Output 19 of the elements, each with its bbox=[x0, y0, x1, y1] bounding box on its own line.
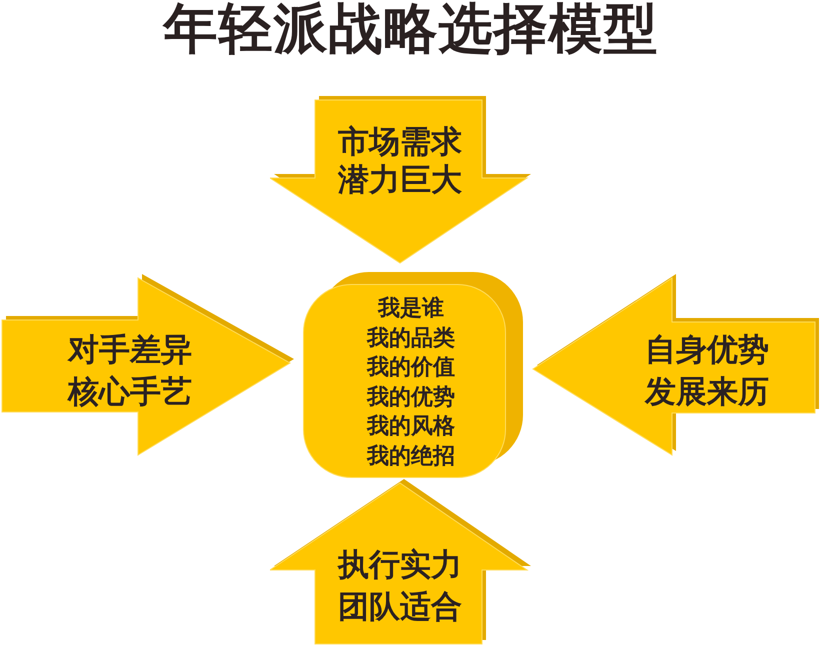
center-text: 我是谁 bbox=[378, 295, 444, 323]
arrow-label: 潜力巨大 bbox=[338, 161, 462, 199]
center-text: 我的品类 bbox=[367, 324, 455, 353]
arrow-block bbox=[270, 96, 532, 265]
center-text: 我的绝招 bbox=[367, 442, 455, 471]
arrow-label: 核心手艺 bbox=[68, 373, 192, 412]
arrow-block bbox=[531, 272, 821, 457]
arrow-label: 对手差异 bbox=[68, 331, 192, 370]
arrow-label: 团队适合 bbox=[338, 588, 462, 627]
arrow-label: 自身优势 bbox=[645, 331, 769, 370]
arrow-block bbox=[270, 478, 532, 645]
diagram-title: 年轻派战略选择模型 bbox=[164, 0, 658, 60]
arrow-label: 市场需求 bbox=[338, 123, 462, 161]
arrow-block bbox=[0, 272, 296, 457]
center-text: 我的价值 bbox=[367, 354, 455, 382]
arrow-label: 发展来历 bbox=[645, 373, 769, 412]
arrow-label: 执行实力 bbox=[338, 546, 462, 585]
center-text: 我的优势 bbox=[367, 384, 455, 412]
center-text: 我的风格 bbox=[367, 413, 455, 442]
